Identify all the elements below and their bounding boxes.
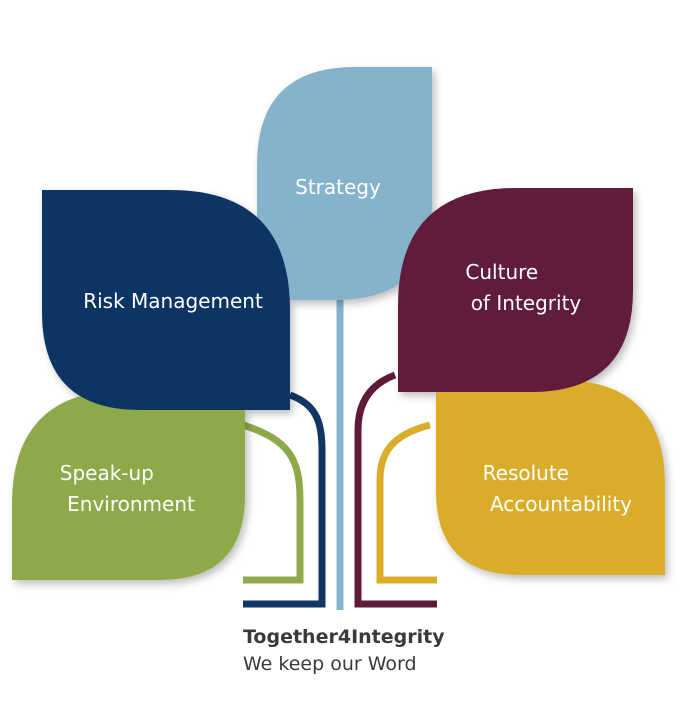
label-culture-of-integrity: Culture of Integrity <box>465 260 581 315</box>
label-risk-management-line-1: Risk Management <box>83 289 263 313</box>
label-strategy-line-1: Strategy <box>295 175 381 199</box>
leaf-culture <box>398 188 633 392</box>
label-resolute-accountability: Resolute Accountability <box>483 461 633 516</box>
stem-accountability <box>376 421 437 584</box>
label-accountability-line-2: Accountability <box>490 492 632 516</box>
label-strategy: Strategy <box>295 175 381 199</box>
label-accountability-line-1: Resolute <box>483 461 569 485</box>
leaf-speak-up <box>12 390 245 580</box>
tagline-main: Together4Integrity <box>243 626 445 648</box>
stems <box>241 295 437 610</box>
stem-risk-management <box>243 391 326 608</box>
label-speak-up-line-1: Speak-up <box>60 461 154 485</box>
tagline-sub: We keep our Word <box>243 653 417 675</box>
stem-speak-up <box>241 421 304 584</box>
label-culture-line-1: Culture <box>465 260 538 284</box>
tagline: Together4Integrity We keep our Word <box>243 626 445 675</box>
leaf-strategy <box>257 67 432 300</box>
leaves <box>12 67 665 580</box>
leaf-risk-management <box>42 190 290 410</box>
stem-culture <box>354 371 437 608</box>
label-speak-up-line-2: Environment <box>67 492 195 516</box>
label-culture-line-2: of Integrity <box>471 291 582 315</box>
label-speak-up-environment: Speak-up Environment <box>60 461 195 516</box>
leaf-labels: Strategy Risk Management Culture of Inte… <box>60 175 632 516</box>
leaf-accountability <box>436 380 665 575</box>
label-risk-management: Risk Management <box>83 289 263 313</box>
